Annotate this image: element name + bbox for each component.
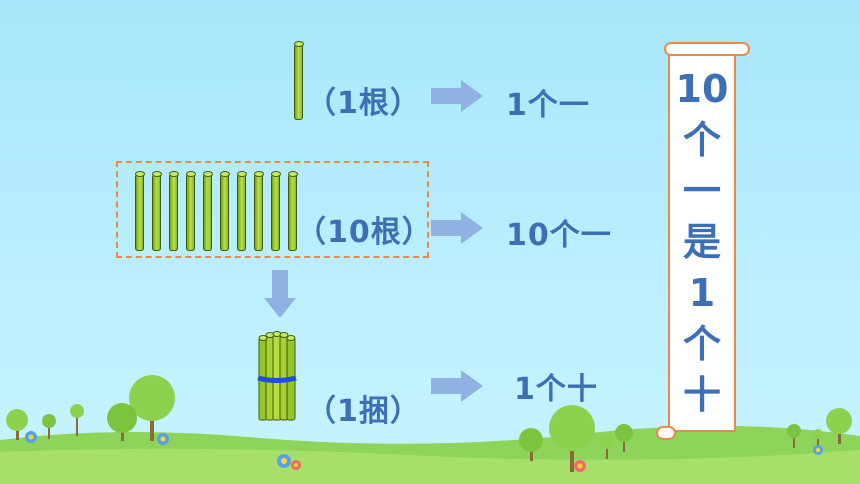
flower-icon [157,433,169,445]
row1-result: 1个一 [506,88,590,123]
stick-icon [168,171,179,251]
right-arrow-icon [431,80,483,112]
tree-icon [6,409,28,440]
scroll-line: 是 [682,220,721,264]
tree-icon [615,424,633,452]
single-stick-icon [293,41,304,120]
scroll-line: 个 [682,322,721,366]
tree-icon [787,424,801,448]
stick-icon [270,171,281,251]
scroll-roll-top [664,42,750,56]
tree-icon [813,429,823,448]
stick-icon [202,171,213,251]
row3-unit-label: （1捆） [306,394,421,429]
stick-icon [134,171,145,251]
tree-icon [107,403,137,441]
tree-icon [129,375,175,441]
flower-icon [291,460,301,470]
flower-icon [574,460,586,472]
row2-unit-label: （10根） [296,215,433,250]
stick-bundle-icon [257,331,297,421]
row3-result: 1个十 [514,372,598,407]
right-arrow-icon [431,370,483,402]
stick-icon [236,171,247,251]
stick-icon [253,171,264,251]
row2-result: 10个一 [506,218,612,253]
scroll-line: 十 [682,373,721,417]
tree-icon [70,404,84,436]
scroll-line: 1 [688,271,716,315]
row1-unit-label: （1根） [306,86,421,121]
scroll-roll-bottom [656,426,676,440]
conclusion-scroll: 10 个 一 是 1 个 十 [656,42,750,440]
flower-icon [277,454,291,468]
scroll-line: 一 [682,169,721,213]
flower-icon [25,431,37,443]
stick-icon [185,171,196,251]
tree-icon [826,408,852,444]
tree-icon [42,414,56,439]
tree-icon [599,433,615,459]
tree-icon [549,405,595,472]
right-arrow-icon [431,212,483,244]
scroll-line: 10 [675,67,729,111]
stick-icon [219,171,230,251]
flower-icon [813,445,823,455]
stick-icon [287,171,298,251]
down-arrow-icon [264,270,296,318]
stick-icon [151,171,162,251]
scroll-line: 个 [682,118,721,162]
scroll-text: 10 个 一 是 1 个 十 [668,64,736,421]
tree-icon [519,428,543,461]
ten-sticks-frame [116,161,429,258]
